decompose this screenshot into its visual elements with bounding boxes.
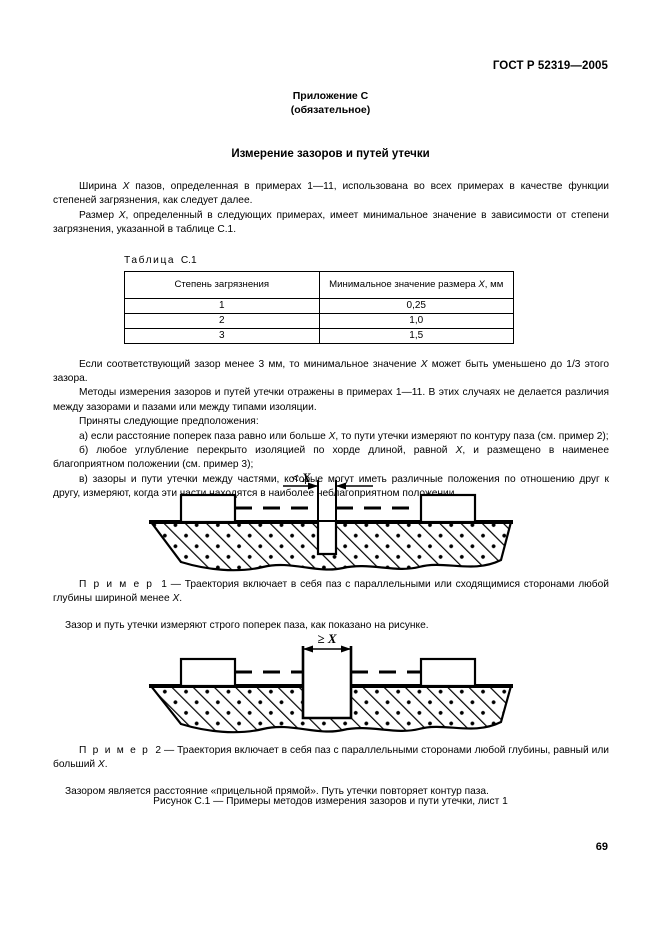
list-item-text: а) если расстояние поперек паза равно ил… bbox=[79, 430, 609, 442]
body-text-top: Ширина X пазов, определенная в примерах … bbox=[53, 180, 609, 502]
example-1-number: 1 bbox=[161, 579, 167, 590]
table-cell-degree: 2 bbox=[124, 312, 320, 329]
left-block bbox=[179, 657, 236, 688]
table-caption: Таблица С.1 bbox=[124, 255, 609, 266]
left-block bbox=[179, 493, 236, 524]
example-1-paragraph: П р и м е р 1 — Траектория включает в се… bbox=[53, 578, 609, 607]
example-2-text: Траектория включает в себя паз с паралле… bbox=[53, 745, 609, 771]
right-block bbox=[419, 493, 476, 524]
example-1-note-text: Зазор и путь утечки измеряют строго попе… bbox=[65, 619, 429, 631]
paragraph-text: Ширина X пазов, определенная в примерах … bbox=[53, 181, 609, 207]
paragraph-text: Если соответствующий зазор менее 3 мм, т… bbox=[53, 358, 610, 385]
paragraph-text: Методы измерения зазоров и путей утечки … bbox=[53, 387, 609, 413]
figure-2-drawing: ≥ X bbox=[148, 631, 513, 734]
dimension-arrow-right bbox=[340, 645, 351, 653]
example-1-text: Траектория включает в себя паз с паралле… bbox=[53, 579, 609, 605]
wide-groove bbox=[301, 646, 352, 720]
paragraph-intro-2: Размер X, определенный в следующих приме… bbox=[53, 209, 609, 238]
list-item-b: б) любое углубление перекрыто изоляцией … bbox=[53, 444, 609, 473]
figure-1-dimension-label: < X bbox=[291, 472, 311, 485]
annex-title: Приложение С bbox=[292, 90, 369, 102]
table-cell-degree: 3 bbox=[124, 327, 320, 344]
table-caption-word: Таблица bbox=[124, 254, 176, 266]
example-2-lead: П р и м е р bbox=[79, 745, 150, 756]
table-header-cell-min-size: Минимальное значение размера X, мм bbox=[318, 270, 514, 299]
dimension-arrow-right bbox=[335, 482, 346, 490]
figure-2: ≥ X bbox=[0, 628, 661, 745]
table-header-row: Степень загрязнения Минимальное значение… bbox=[124, 270, 514, 299]
table-cell-value: 0,25 bbox=[318, 297, 514, 314]
figure-2-dimension-label: ≥ X bbox=[317, 631, 336, 646]
page-title: Измерение зазоров и путей утечки bbox=[231, 148, 430, 160]
paragraph-text: Размер X, определенный в следующих приме… bbox=[53, 209, 609, 236]
figure-caption: Рисунок С.1 — Примеры методов измерения … bbox=[153, 796, 508, 807]
narrow-groove bbox=[316, 522, 337, 556]
paragraph-methods: Методы измерения зазоров и путей утечки … bbox=[53, 386, 609, 415]
example-2-dash: — bbox=[164, 745, 175, 756]
list-item-v: в) зазоры и пути утечки между частями, к… bbox=[53, 473, 609, 502]
substrate-outline bbox=[148, 684, 512, 734]
annex-subtitle: (обязательное) bbox=[290, 103, 371, 116]
example-1-lead: П р и м е р bbox=[79, 579, 154, 590]
list-item-text: б) любое углубление перекрыто изоляцией … bbox=[53, 445, 610, 471]
example-2-block: П р и м е р 2 — Траектория включает в се… bbox=[53, 744, 609, 799]
annex-heading: Приложение С (обязательное) bbox=[0, 90, 661, 117]
example-1-note: Зазор и путь утечки измеряют строго попе… bbox=[65, 619, 609, 633]
example-2-note: Зазором является расстояние «прицельной … bbox=[65, 785, 609, 799]
example-2-number: 2 bbox=[155, 745, 162, 756]
table-row: 2 1,0 bbox=[124, 312, 514, 329]
paragraph-intro-1: Ширина X пазов, определенная в примерах … bbox=[53, 180, 609, 209]
paragraph-text: Приняты следующие предположения: bbox=[79, 416, 259, 428]
paragraph-gap-rule: Если соответствующий зазор менее 3 мм, т… bbox=[53, 358, 609, 387]
table-caption-number: С.1 bbox=[180, 254, 197, 266]
table-header-cell-pollution-degree: Степень загрязнения bbox=[124, 270, 320, 299]
table-cell-value: 1,0 bbox=[318, 312, 514, 329]
right-block bbox=[419, 657, 476, 688]
list-item-a: а) если расстояние поперек паза равно ил… bbox=[53, 430, 609, 444]
figure-1: < X bbox=[0, 472, 661, 585]
running-header: ГОСТ Р 52319—2005 bbox=[492, 60, 608, 72]
table-cell-value: 1,5 bbox=[318, 327, 514, 344]
paragraph-assumptions-lead: Приняты следующие предположения: bbox=[53, 415, 609, 429]
example-1-block: П р и м е р 1 — Траектория включает в се… bbox=[53, 578, 609, 633]
page-number: 69 bbox=[595, 841, 608, 853]
dimension-arrow-left bbox=[302, 645, 313, 653]
example-1-dash: — bbox=[170, 579, 181, 590]
table-row: 1 0,25 bbox=[124, 297, 514, 314]
example-2-paragraph: П р и м е р 2 — Траектория включает в се… bbox=[53, 744, 609, 773]
table-cell-degree: 1 bbox=[124, 297, 320, 314]
figure-1-drawing: < X bbox=[148, 472, 513, 572]
table-c1: Степень загрязнения Минимальное значение… bbox=[124, 270, 514, 344]
dimension-arrow-left bbox=[307, 482, 318, 490]
list-item-text: в) зазоры и пути утечки между частями, к… bbox=[53, 473, 609, 500]
example-2-note-text: Зазором является расстояние «прицельной … bbox=[65, 785, 489, 797]
table-row: 3 1,5 bbox=[124, 327, 514, 344]
